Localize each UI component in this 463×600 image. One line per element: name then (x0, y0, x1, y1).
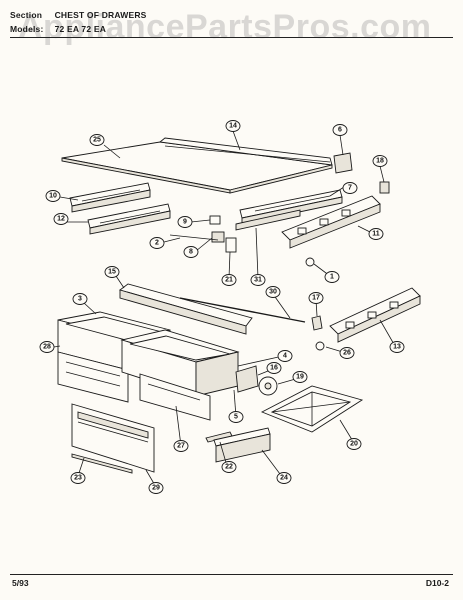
svg-text:31: 31 (254, 277, 262, 284)
models-label: Models: (10, 24, 44, 34)
bottom-strip (71, 453, 133, 474)
models-header: Models: 72 EA 72 EA (10, 24, 106, 34)
callout-20: 20 (346, 438, 362, 450)
section-label: Section (10, 10, 43, 20)
svg-text:5: 5 (234, 414, 238, 421)
callout-23: 23 (70, 472, 86, 484)
svg-text:27: 27 (177, 443, 185, 450)
callout-9: 9 (177, 216, 193, 228)
svg-text:28: 28 (43, 344, 51, 351)
svg-text:22: 22 (225, 464, 233, 471)
section-value: CHEST OF DRAWERS (54, 10, 147, 20)
callout-bubbles: 14 6 25 18 10 7 9 12 2 8 11 21 31 1 15 3… (39, 120, 405, 494)
footer-rule (10, 574, 453, 575)
callout-18: 18 (372, 155, 388, 167)
svg-text:30: 30 (269, 289, 277, 296)
callout-30: 30 (265, 286, 281, 298)
rear-rail (158, 137, 333, 166)
left-upper-slide (69, 182, 151, 213)
small-clip (311, 315, 323, 331)
top-panel (61, 141, 333, 194)
callout-24: 24 (276, 472, 292, 484)
callout-6: 6 (332, 124, 348, 136)
screw (305, 257, 315, 267)
small-block (209, 215, 221, 225)
callout-28: 28 (39, 341, 55, 353)
callout-2: 2 (149, 237, 165, 249)
left-lower-slide (87, 203, 171, 235)
callout-26: 26 (339, 347, 355, 359)
svg-text:29: 29 (152, 485, 160, 492)
svg-text:25: 25 (93, 137, 101, 144)
svg-text:6: 6 (338, 127, 342, 134)
svg-text:16: 16 (270, 365, 278, 372)
callout-27: 27 (173, 440, 189, 452)
callout-4: 4 (277, 350, 293, 362)
callout-15: 15 (104, 266, 120, 278)
grille-frame (260, 385, 364, 433)
svg-text:8: 8 (189, 249, 193, 256)
footer-page-code: D10-2 (425, 578, 449, 588)
callout-29: 29 (148, 482, 164, 494)
svg-text:10: 10 (49, 193, 57, 200)
svg-text:3: 3 (78, 296, 82, 303)
right-drawer (120, 329, 240, 421)
side-cover (235, 365, 259, 393)
svg-text:2: 2 (155, 240, 159, 247)
callout-19: 19 (292, 371, 308, 383)
section-header: Section CHEST OF DRAWERS (10, 10, 147, 20)
svg-text:21: 21 (225, 277, 233, 284)
callout-22: 22 (221, 461, 237, 473)
svg-text:18: 18 (376, 158, 384, 165)
models-value: 72 EA 72 EA (54, 24, 107, 34)
svg-text:9: 9 (183, 219, 187, 226)
svg-text:12: 12 (57, 216, 65, 223)
callout-1: 1 (324, 271, 340, 283)
callout-5: 5 (228, 411, 244, 423)
svg-text:20: 20 (350, 441, 358, 448)
callout-31: 31 (250, 274, 266, 286)
svg-text:26: 26 (343, 350, 351, 357)
svg-text:11: 11 (372, 231, 380, 238)
right-lower-slide (281, 195, 381, 249)
svg-text:1: 1 (330, 274, 334, 281)
block (211, 231, 225, 243)
callout-13: 13 (389, 341, 405, 353)
rod-30 (179, 297, 306, 323)
clip (379, 181, 390, 194)
svg-text:17: 17 (312, 295, 320, 302)
callout-8: 8 (183, 246, 199, 258)
svg-text:19: 19 (296, 374, 304, 381)
svg-text:14: 14 (229, 123, 237, 130)
callout-11: 11 (368, 228, 384, 240)
callout-21: 21 (221, 274, 237, 286)
svg-text:4: 4 (283, 353, 287, 360)
long-strip (213, 427, 271, 463)
drawer-frame-rail (119, 283, 253, 335)
center-slide (235, 209, 301, 231)
header-rule (10, 37, 453, 38)
lower-bracket (225, 237, 237, 253)
svg-text:15: 15 (108, 269, 116, 276)
svg-text:23: 23 (74, 475, 82, 482)
knob (315, 341, 325, 351)
svg-text:7: 7 (348, 185, 352, 192)
svg-text:24: 24 (280, 475, 288, 482)
callout-12: 12 (53, 213, 69, 225)
svg-text:13: 13 (393, 344, 401, 351)
front-panel (71, 403, 155, 473)
footer-date: 5/93 (12, 578, 29, 588)
corner-bracket (333, 152, 353, 174)
callout-16: 16 (266, 362, 282, 374)
callout-25: 25 (89, 134, 105, 146)
callout-10: 10 (45, 190, 61, 202)
callout-3: 3 (72, 293, 88, 305)
callout-17: 17 (308, 292, 324, 304)
callout-7: 7 (342, 182, 358, 194)
right-long-rail (329, 287, 421, 343)
callout-14: 14 (225, 120, 241, 132)
watermark: AppliancePartsPros.com (18, 8, 432, 46)
